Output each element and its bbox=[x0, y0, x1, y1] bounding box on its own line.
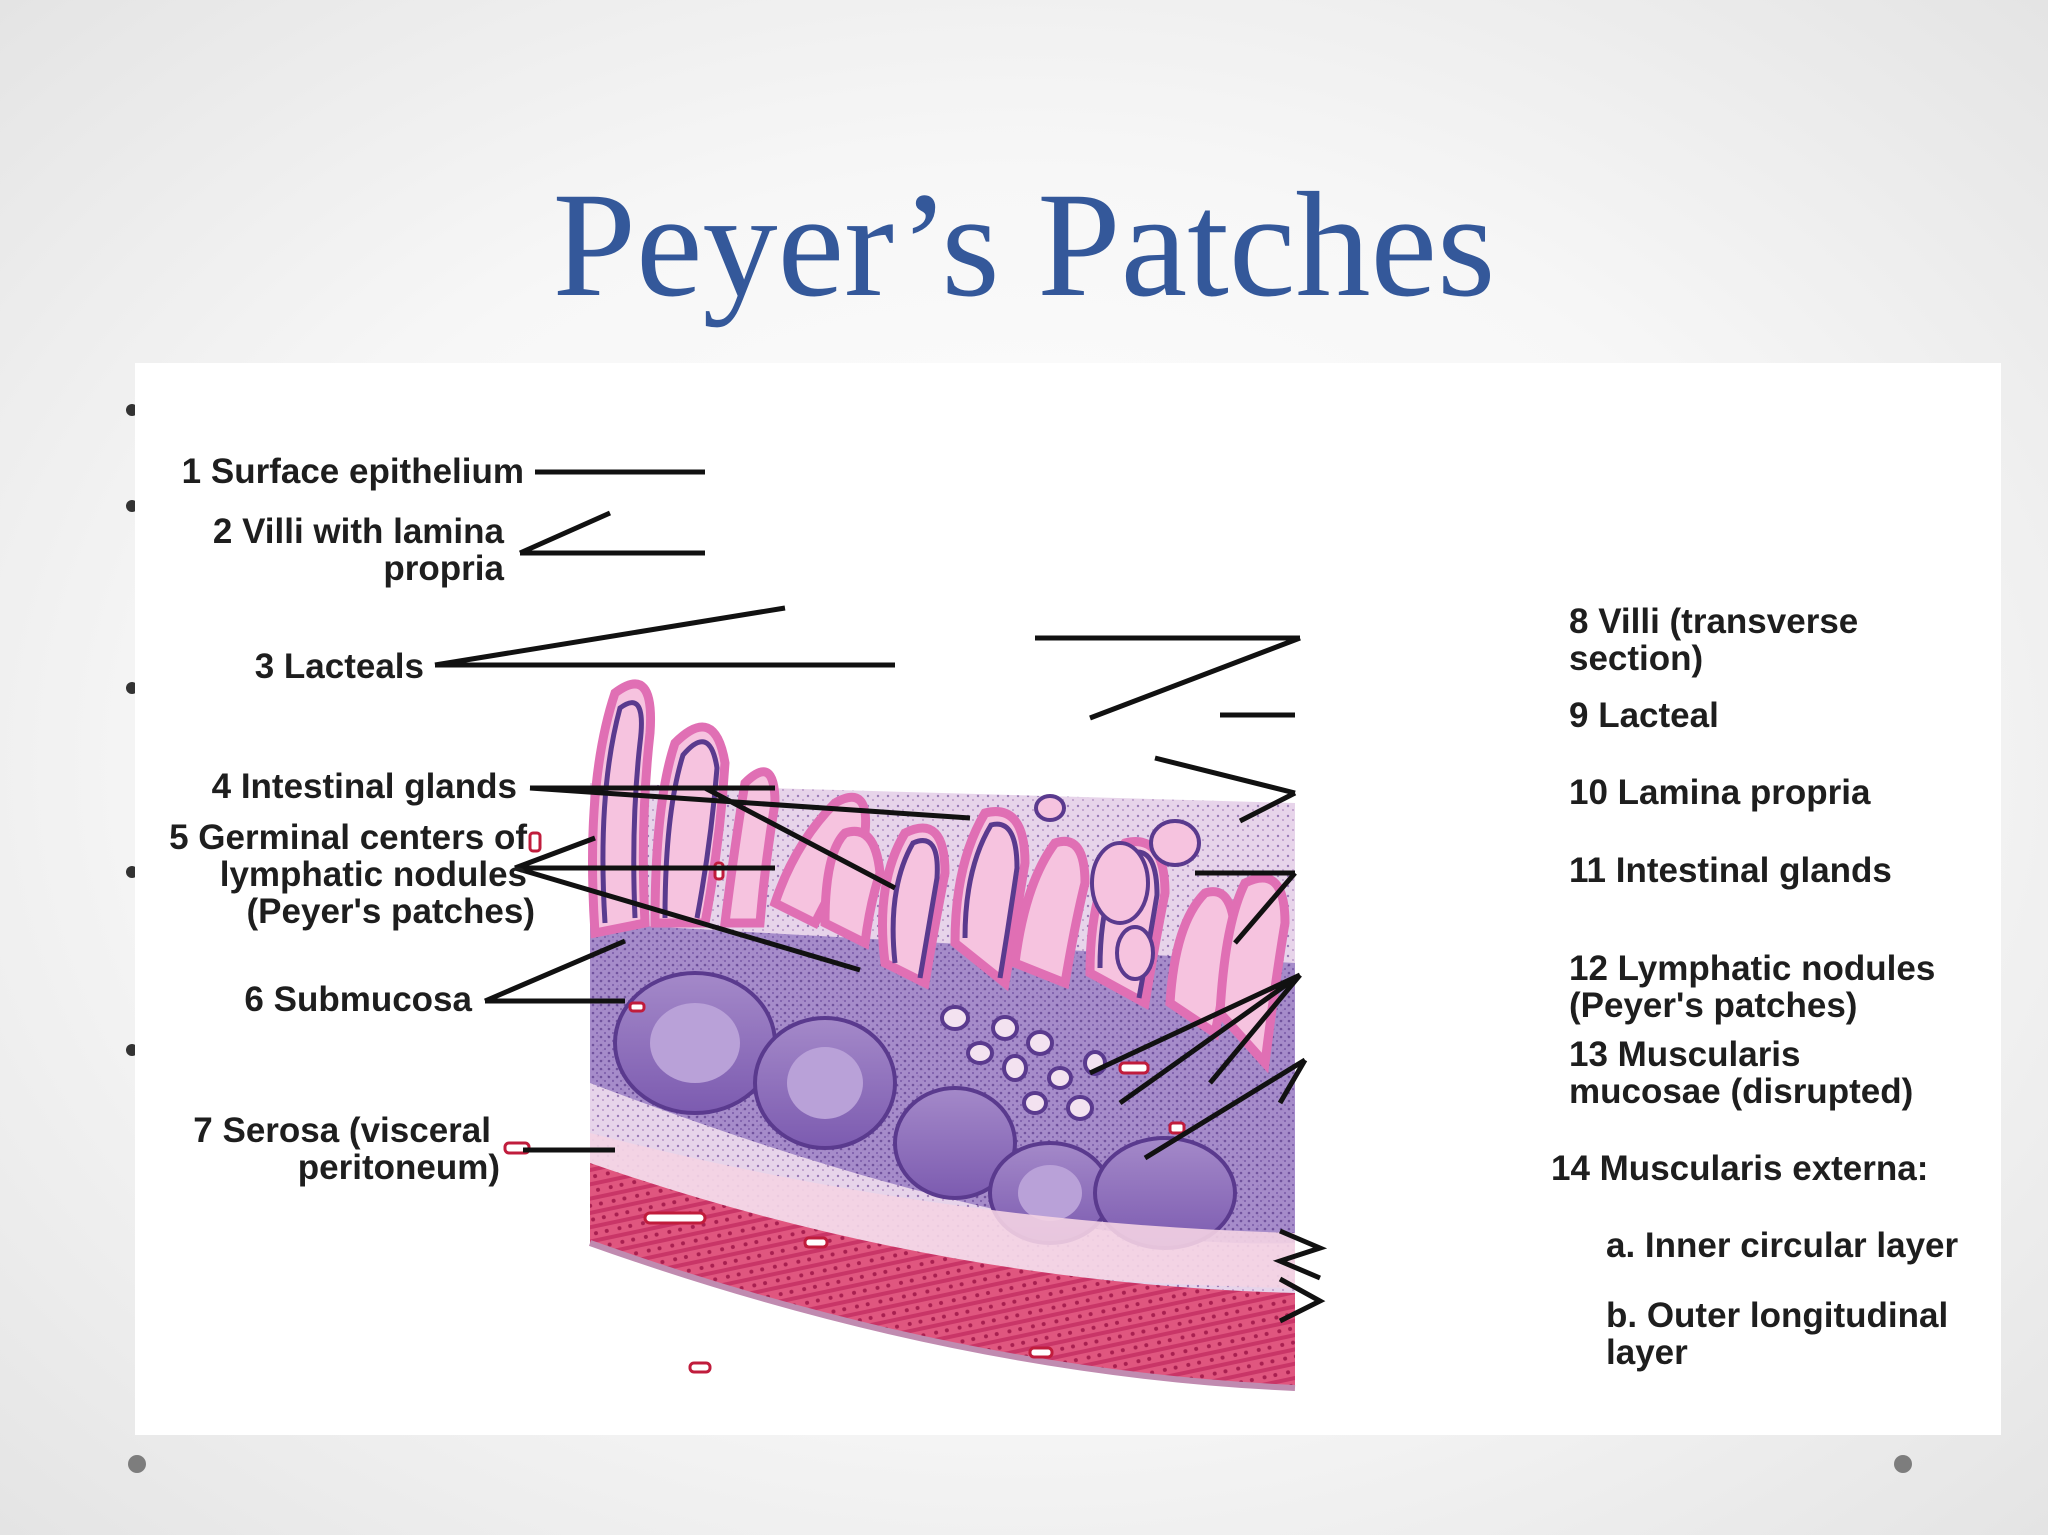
label-surface-epithelium: 1 Surface epithelium bbox=[181, 452, 524, 491]
label-muscularis-externa: 14 Muscularis externa: bbox=[1551, 1149, 1929, 1188]
leader-line bbox=[1195, 870, 1297, 945]
label-lacteal: 9 Lacteal bbox=[1569, 696, 1719, 735]
leader-line bbox=[1272, 1228, 1328, 1281]
label-villi-propria: propria bbox=[383, 549, 504, 588]
serosa-edge bbox=[588, 1240, 1296, 1391]
slide-title: Peyer’s Patches bbox=[552, 162, 1496, 328]
nav-dot-right bbox=[1894, 1455, 1912, 1473]
label-mucosae-disrupted: mucosae (disrupted) bbox=[1569, 1072, 1914, 1111]
leader-line bbox=[1154, 755, 1297, 824]
label-muscularis: 13 Muscularis bbox=[1569, 1035, 1801, 1074]
label-lacteals: 3 Lacteals bbox=[254, 647, 424, 686]
germinal-center bbox=[1018, 1165, 1082, 1221]
label-outer-longitudinal: b. Outer longitudinal bbox=[1606, 1296, 1949, 1335]
nav-dot-left bbox=[128, 1455, 146, 1473]
histology-figure: 1 Surface epithelium 2 Villi with lamina… bbox=[135, 363, 2001, 1435]
muscularis-externa bbox=[590, 1163, 1295, 1388]
label-lymphatic-nodules-left: lymphatic nodules bbox=[219, 855, 527, 894]
label-lymphatic-nodules-right: 12 Lymphatic nodules bbox=[1569, 949, 1936, 988]
leader-line bbox=[1143, 1057, 1308, 1161]
leader-line bbox=[434, 605, 895, 668]
villi-transverse bbox=[1034, 794, 1201, 981]
leader-line bbox=[518, 510, 705, 556]
label-section: section) bbox=[1569, 639, 1704, 678]
label-lamina-propria: 10 Lamina propria bbox=[1569, 773, 1871, 812]
leader-line bbox=[484, 938, 626, 1004]
leader-lines bbox=[135, 363, 1328, 1324]
label-intestinal-glands-right: 11 Intestinal glands bbox=[1569, 851, 1892, 890]
leader-line bbox=[529, 785, 971, 891]
label-serosa: 7 Serosa (visceral bbox=[193, 1111, 491, 1150]
histology-section-illustration bbox=[135, 363, 1328, 1391]
leader-line bbox=[1035, 635, 1301, 721]
label-submucosa: 6 Submucosa bbox=[244, 980, 472, 1019]
label-inner-circular: a. Inner circular layer bbox=[1606, 1226, 1959, 1265]
nodule bbox=[893, 1086, 1017, 1200]
lymphatic-nodules bbox=[613, 971, 1237, 1250]
label-germinal-centers: 5 Germinal centers of bbox=[169, 818, 527, 857]
leader-line bbox=[1088, 972, 1302, 1106]
leader-line bbox=[514, 835, 861, 973]
blood-vessels bbox=[503, 831, 1186, 1374]
label-villi-transverse: 8 Villi (transverse bbox=[1569, 602, 1859, 641]
leader-line bbox=[1278, 1276, 1326, 1324]
label-peyers-left: (Peyer's patches) bbox=[246, 892, 535, 931]
label-intestinal-glands-left: 4 Intestinal glands bbox=[211, 767, 517, 806]
germinal-center bbox=[650, 1003, 740, 1083]
submucosa-band bbox=[590, 1133, 1295, 1288]
label-villi-lamina: 2 Villi with lamina bbox=[212, 512, 504, 551]
label-layer: layer bbox=[1606, 1333, 1688, 1372]
label-peyers-right: (Peyer's patches) bbox=[1569, 986, 1858, 1025]
germinal-center bbox=[787, 1047, 863, 1119]
label-peritoneum: peritoneum) bbox=[297, 1148, 500, 1187]
